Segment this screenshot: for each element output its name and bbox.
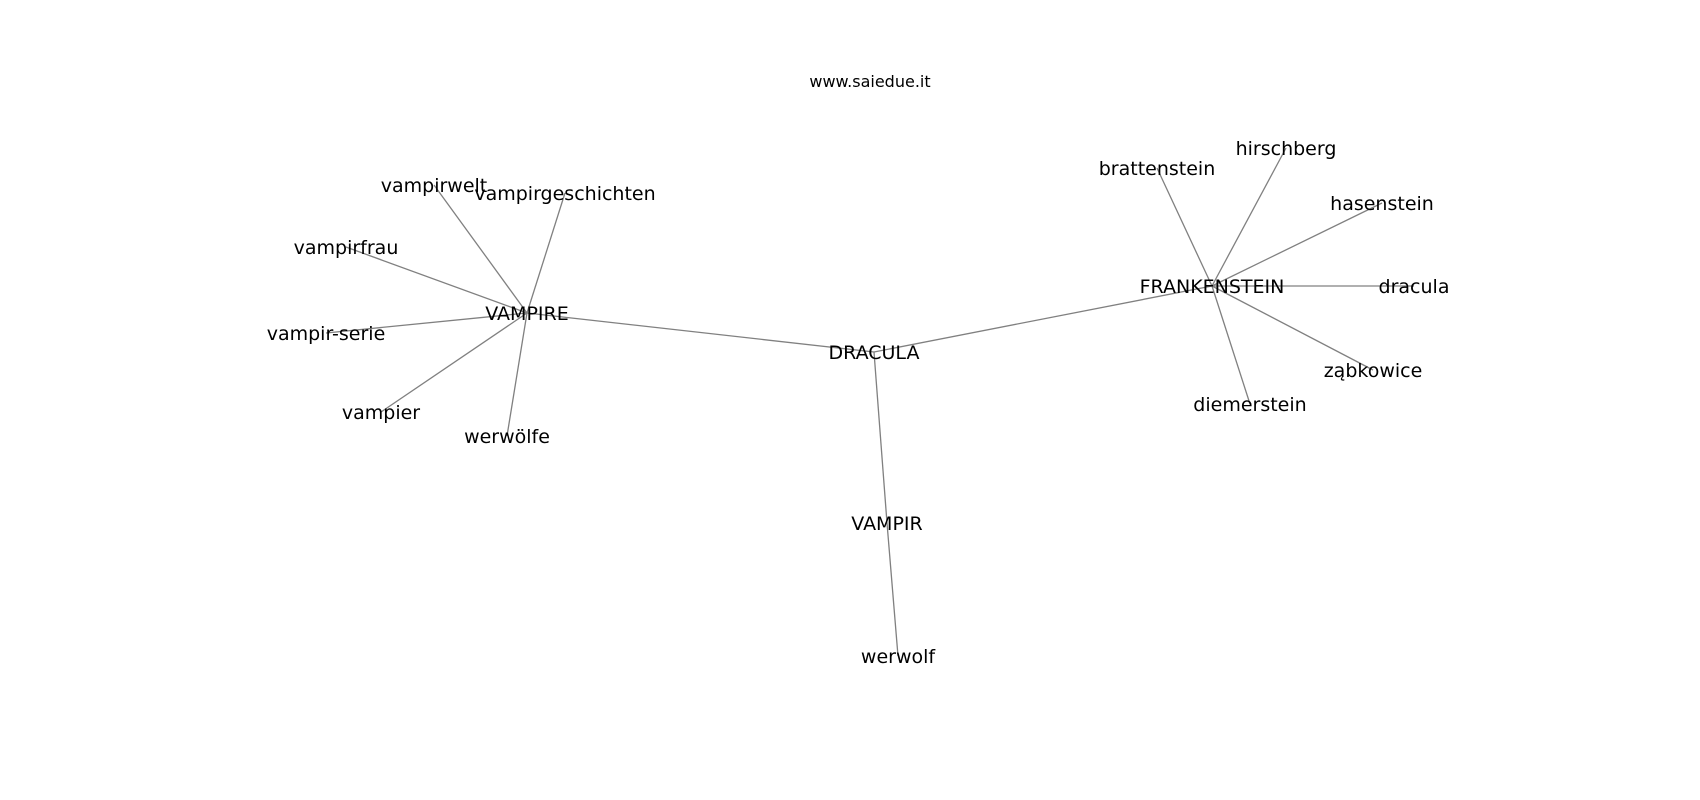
site-watermark: www.saiedue.it [809, 72, 930, 91]
node-label-dracula: DRACULA [829, 342, 920, 364]
edge-dracula-frankenstein [873, 285, 1213, 353]
edge-frankenstein-hirschberg [1211, 147, 1287, 287]
node-label-hasenstein: hasenstein [1330, 193, 1434, 215]
edge-vampire-vampirwelt [433, 184, 528, 314]
node-label-dracula: dracula [1379, 276, 1450, 298]
node-label-hirschberg: hirschberg [1236, 138, 1337, 160]
edge-vampire-vampirgeschichten [526, 192, 566, 314]
edge-frankenstein-diemerstein [1211, 285, 1251, 405]
edge-frankenstein-brattenstein [1156, 167, 1213, 287]
edge-vampire-werwolfe [506, 312, 528, 437]
edge-dracula-vampire [526, 312, 875, 353]
edge-frankenstein-hasenstein [1211, 202, 1383, 287]
edge-vampire-vampier [380, 312, 528, 413]
node-label-werwolfe: werwölfe [464, 426, 550, 448]
node-label-frankenstein: FRANKENSTEIN [1140, 276, 1285, 298]
node-label-werwolf: werwolf [861, 646, 936, 668]
node-label-vampirgeschichten: vampirgeschichten [474, 183, 655, 205]
node-label-vampir: VAMPIR [851, 513, 922, 535]
node-label-vampirfrau: vampirfrau [294, 237, 399, 259]
node-label-vampire: VAMPIRE [485, 303, 568, 325]
edge-dracula-vampir [873, 351, 888, 524]
node-label-diemerstein: diemerstein [1193, 394, 1306, 416]
edge-vampir-werwolf [886, 522, 899, 657]
node-label-zabkowice: ząbkowice [1324, 360, 1423, 382]
node-label-vampier: vampier [342, 402, 420, 424]
node-label-vampirwelt: vampirwelt [381, 175, 488, 197]
edge-frankenstein-zabkowice [1211, 285, 1374, 371]
edge-vampire-vampir-serie [325, 312, 528, 334]
node-label-vampir-serie: vampir-serie [267, 323, 386, 345]
nodes-layer: DRACULA VAMPIRE FRANKENSTEIN VAMPIR vampirwe… [267, 138, 1450, 668]
edges-layer [325, 147, 1414, 657]
node-label-brattenstein: brattenstein [1099, 158, 1216, 180]
edge-vampire-vampirfrau [345, 246, 528, 314]
